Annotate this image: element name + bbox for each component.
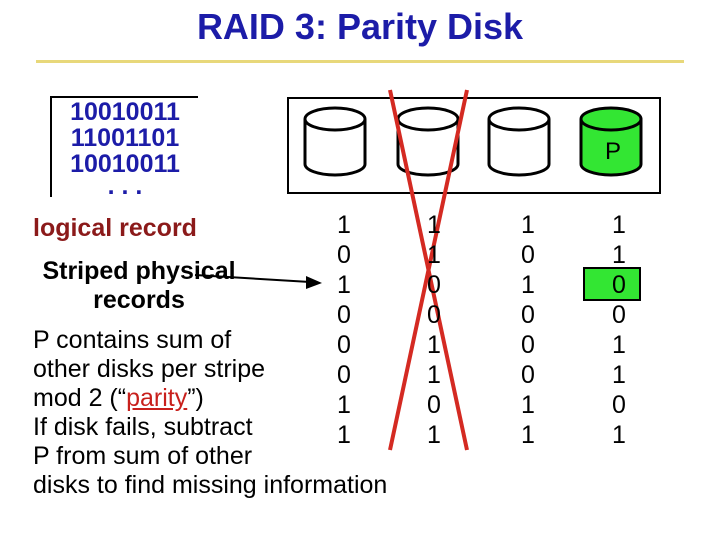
bit-cell: 0 xyxy=(427,301,441,329)
disk-column-1: 1 0 1 0 0 0 1 1 xyxy=(324,210,364,450)
bit-cell: 0 xyxy=(521,361,535,389)
logical-record-line-1: 10010011 xyxy=(70,98,180,126)
bit-cell: 0 xyxy=(337,241,351,269)
striped-arrow-line xyxy=(194,274,311,283)
parity-link[interactable]: parity xyxy=(126,384,188,412)
disk-array-panel xyxy=(287,97,661,194)
bit-cell: 1 xyxy=(427,331,441,359)
slide-title: RAID 3: Parity Disk xyxy=(196,6,524,47)
data-disk-1-icon xyxy=(303,106,367,177)
parity-disk-column: 1 1 0 0 1 1 0 1 xyxy=(599,210,639,450)
failed-disk-cross xyxy=(388,89,469,451)
data-disk-3-icon xyxy=(487,106,551,177)
description-line-3: mod 2 (“parity”) xyxy=(33,384,387,413)
data-disk-2-icon xyxy=(396,106,460,177)
bit-cell: 0 xyxy=(612,391,626,419)
bit-cell: 1 xyxy=(612,361,626,389)
bit-cell: 1 xyxy=(427,241,441,269)
bit-cell: 1 xyxy=(521,271,535,299)
description-line-4: If disk fails, subtract xyxy=(33,413,253,441)
bit-cell: 1 xyxy=(521,391,535,419)
logical-record-box: 10010011 11001101 10010011 . . . xyxy=(50,96,198,200)
bit-cell: 1 xyxy=(337,391,351,419)
description-line-3-prefix: mod 2 (“ xyxy=(33,384,127,412)
disk-column-2: 1 1 0 0 1 1 0 1 xyxy=(414,210,454,450)
logical-record-line-2: 11001101 xyxy=(70,124,180,152)
bit-cell: 1 xyxy=(612,331,626,359)
bit-cell: 1 xyxy=(427,421,441,449)
bit-cell: 1 xyxy=(612,421,626,449)
bit-cell: 1 xyxy=(612,211,626,239)
bit-cell: 0 xyxy=(521,331,535,359)
description-line-2: other disks per stripe xyxy=(33,355,266,383)
bit-cell: 0 xyxy=(337,331,351,359)
bit-cell: 0 xyxy=(427,391,441,419)
description-line-3-suffix: ”) xyxy=(187,384,204,412)
bit-cell: 1 xyxy=(612,241,626,269)
bit-cell: 0 xyxy=(612,301,626,329)
bit-cell: 1 xyxy=(427,211,441,239)
bit-cell: 0 xyxy=(612,271,626,299)
logical-record-label: logical record xyxy=(33,214,197,242)
bit-cell: 1 xyxy=(337,211,351,239)
title-underline xyxy=(36,60,684,63)
striped-label-line-2: records xyxy=(93,286,185,314)
bit-cell: 0 xyxy=(337,301,351,329)
logical-record-ellipsis: . . . xyxy=(107,172,143,200)
striped-label-line-1: Striped physical xyxy=(42,257,236,285)
description-line-6: disks to find missing information xyxy=(33,471,388,499)
parity-disk-label: P xyxy=(605,138,621,165)
parity-description: P contains sum of other disks per stripe… xyxy=(33,326,387,500)
description-line-1: P contains sum of xyxy=(33,326,232,354)
striped-arrow-head xyxy=(306,276,322,289)
parity-disk-icon xyxy=(579,106,643,177)
bit-cell: 0 xyxy=(427,271,441,299)
bit-cell: 0 xyxy=(337,361,351,389)
logical-record-line-3: 10010011 xyxy=(70,150,180,178)
bit-cell: 0 xyxy=(521,301,535,329)
description-line-5: P from sum of other xyxy=(33,442,253,470)
bit-cell: 1 xyxy=(521,211,535,239)
bit-cell: 1 xyxy=(337,421,351,449)
disk-column-3: 1 0 1 0 0 0 1 1 xyxy=(508,210,548,450)
bit-cell: 1 xyxy=(521,421,535,449)
bit-cell: 1 xyxy=(337,271,351,299)
parity-bit-highlight xyxy=(583,267,641,301)
bit-cell: 1 xyxy=(427,361,441,389)
bit-cell: 0 xyxy=(521,241,535,269)
striped-records-label: Striped physical records xyxy=(24,257,254,315)
